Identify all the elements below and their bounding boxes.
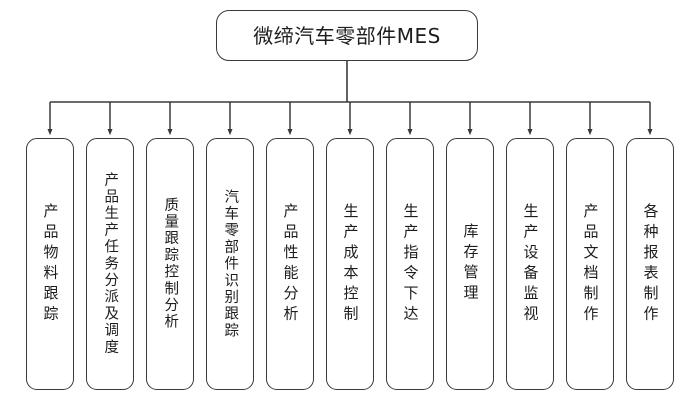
leaf-node-product-documentation[interactable]: 产品文档制作 bbox=[566, 138, 614, 390]
leaf-node-label: 质量跟踪控制分析 bbox=[162, 197, 179, 331]
leaf-node-production-cost-control[interactable]: 生产成本控制 bbox=[326, 138, 374, 390]
leaf-node-label: 各种报表制作 bbox=[641, 202, 660, 326]
leaf-node-label: 产品生产任务分派及调度 bbox=[102, 172, 119, 356]
leaf-node-task-dispatch-scheduling[interactable]: 产品生产任务分派及调度 bbox=[86, 138, 134, 390]
root-node-mes[interactable]: 微缔汽车零部件MES bbox=[216, 10, 478, 61]
leaf-node-label: 生产设备监视 bbox=[521, 202, 540, 326]
leaf-node-part-identification-tracking[interactable]: 汽车零部件识别跟踪 bbox=[206, 138, 254, 390]
leaf-node-label: 汽车零部件识别跟踪 bbox=[222, 188, 239, 340]
leaf-node-material-tracking[interactable]: 产品物料跟踪 bbox=[26, 138, 74, 390]
leaf-node-equipment-monitoring[interactable]: 生产设备监视 bbox=[506, 138, 554, 390]
leaf-node-label: 库存管理 bbox=[461, 223, 480, 305]
leaf-node-label: 产品性能分析 bbox=[281, 202, 300, 326]
root-node-label: 微缔汽车零部件MES bbox=[253, 23, 441, 48]
leaf-node-report-generation[interactable]: 各种报表制作 bbox=[626, 138, 674, 390]
leaf-node-label: 产品物料跟踪 bbox=[41, 202, 60, 326]
leaf-node-label: 生产成本控制 bbox=[341, 202, 360, 326]
leaf-node-production-order-release[interactable]: 生产指令下达 bbox=[386, 138, 434, 390]
leaf-node-label: 生产指令下达 bbox=[401, 202, 420, 326]
leaf-node-inventory-management[interactable]: 库存管理 bbox=[446, 138, 494, 390]
leaf-node-label: 产品文档制作 bbox=[581, 202, 600, 326]
leaf-node-quality-tracking-analysis[interactable]: 质量跟踪控制分析 bbox=[146, 138, 194, 390]
leaf-node-product-performance-analysis[interactable]: 产品性能分析 bbox=[266, 138, 314, 390]
